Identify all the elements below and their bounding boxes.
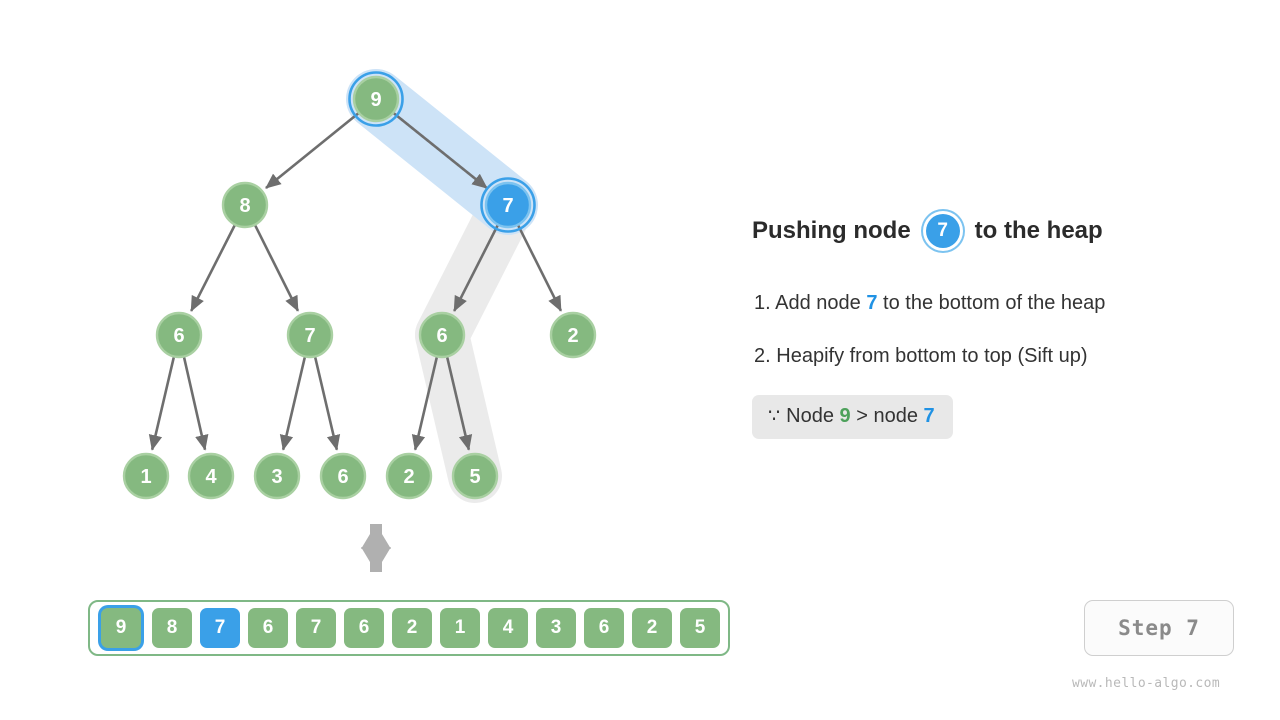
reason-value-a: 9	[839, 405, 851, 427]
tree-edge	[313, 357, 341, 451]
tree-edge	[279, 357, 307, 451]
node-value: 4	[205, 466, 217, 488]
tree-node[interactable]: 9	[348, 71, 404, 127]
node-value: 8	[239, 195, 250, 217]
tree-node[interactable]: 3	[253, 452, 301, 500]
array-cell[interactable]: 4	[488, 608, 528, 648]
node-circle	[451, 452, 499, 500]
step-1-number: 1.	[754, 292, 776, 314]
node-circle	[484, 181, 532, 229]
node-value: 6	[436, 325, 447, 347]
reason-value-b: 7	[923, 405, 935, 427]
tree-node[interactable]: 2	[549, 311, 597, 359]
panel-title: Pushing node 7 to the heap	[752, 214, 1103, 248]
tree-node[interactable]: 6	[418, 311, 466, 359]
sift-up-arrow	[395, 114, 487, 189]
reason-text-a: Node	[780, 405, 840, 427]
tree-node[interactable]: 4	[187, 452, 235, 500]
step-2-text-a: Heapify from bottom to top (Sift up)	[776, 345, 1088, 367]
array-cell[interactable]: 7	[200, 608, 240, 648]
array-cell[interactable]: 6	[248, 608, 288, 648]
array-cell[interactable]: 8	[152, 608, 192, 648]
reason-callout: ∵ Node 9 > node 7	[752, 395, 953, 439]
step-1-text-b: to the bottom of the heap	[877, 292, 1106, 314]
node-circle	[286, 311, 334, 359]
panel-title-prefix: Pushing node	[752, 217, 911, 244]
panel-title-suffix: to the heap	[974, 217, 1103, 244]
node-value: 7	[502, 195, 513, 217]
node-circle	[122, 452, 170, 500]
array-cell[interactable]: 6	[584, 608, 624, 648]
node-value: 7	[304, 325, 315, 347]
step-counter: Step 7	[1084, 600, 1234, 656]
step-1-highlight: 7	[866, 292, 878, 314]
step-1-text-a: Add node	[775, 292, 867, 314]
tree-edge	[265, 112, 359, 190]
instruction-step-2: 2. Heapify from bottom to top (Sift up)	[754, 345, 1088, 368]
node-circle	[319, 452, 367, 500]
array-cell[interactable]: 7	[296, 608, 336, 648]
node-value: 6	[337, 466, 348, 488]
node-value: 2	[403, 466, 414, 488]
node-circle	[549, 311, 597, 359]
tree-node[interactable]: 6	[155, 311, 203, 359]
tree-node[interactable]: 8	[221, 181, 269, 229]
node-selection-ring	[480, 177, 536, 233]
tree-edge	[453, 224, 499, 312]
node-circle	[187, 452, 235, 500]
instruction-step-1: 1. Add node 7 to the bottom of the heap	[754, 292, 1105, 315]
array-cell[interactable]: 3	[536, 608, 576, 648]
node-value: 5	[469, 466, 480, 488]
node-value: 1	[140, 466, 151, 488]
tree-array-link-arrow	[361, 524, 391, 572]
watermark: www.hello-algo.com	[1072, 676, 1221, 691]
array-cell[interactable]: 2	[632, 608, 672, 648]
node-circle	[385, 452, 433, 500]
node-value: 2	[567, 325, 578, 347]
node-circle	[155, 311, 203, 359]
node-value: 3	[271, 466, 282, 488]
node-value: 6	[173, 325, 184, 347]
explanation-panel: Pushing node 7 to the heap 1. Add node 7…	[752, 0, 1280, 720]
array-cell[interactable]: 9	[101, 608, 141, 648]
tree-node[interactable]: 6	[319, 452, 367, 500]
tree-node[interactable]: 7	[480, 177, 536, 233]
node-circle	[253, 452, 301, 500]
heap-tree-diagram: 9 8 7 6 7 6 2 1 4 3 6 2 5	[122, 69, 597, 572]
node-selection-ring	[348, 71, 404, 127]
tree-node[interactable]: 1	[122, 452, 170, 500]
tree-edge	[190, 224, 236, 312]
tree-node[interactable]: 2	[385, 452, 433, 500]
node-value: 9	[370, 89, 381, 111]
tree-edge	[148, 357, 176, 451]
tree-nodes: 9 8 7 6 7 6 2 1 4 3 6 2 5	[122, 71, 597, 500]
array-cell[interactable]: 2	[392, 608, 432, 648]
node-circle	[418, 311, 466, 359]
array-cell[interactable]: 5	[680, 608, 720, 648]
tree-edge	[182, 357, 209, 451]
step-2-number: 2.	[754, 345, 777, 367]
reason-text-b: > node	[850, 405, 924, 427]
tree-edge	[411, 357, 439, 451]
because-symbol: ∵	[768, 406, 781, 427]
node-circle	[352, 75, 400, 123]
node-circle	[221, 181, 269, 229]
tree-edge	[254, 224, 300, 312]
panel-title-node-badge: 7	[925, 214, 960, 248]
sift-up-dotted-arrow	[395, 114, 487, 189]
tree-node[interactable]: 7	[286, 311, 334, 359]
tree-node[interactable]: 5	[451, 452, 499, 500]
tree-edges	[148, 112, 563, 451]
tree-edge	[445, 357, 473, 451]
array-cell[interactable]: 6	[344, 608, 384, 648]
tree-edge	[517, 224, 563, 312]
array-cell[interactable]: 1	[440, 608, 480, 648]
